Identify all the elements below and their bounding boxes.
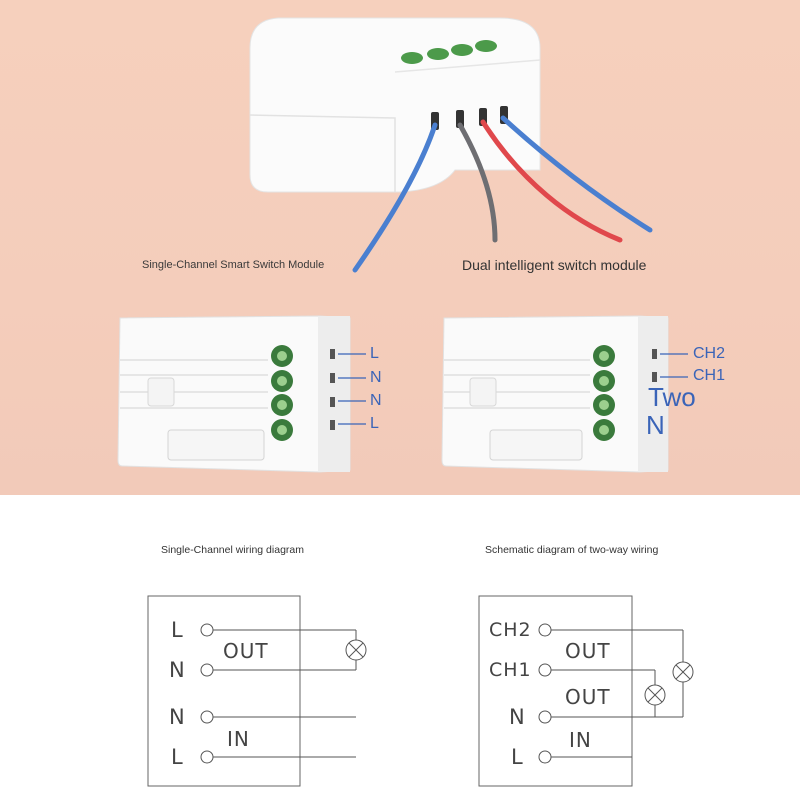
dual-in-label: IN <box>569 728 592 752</box>
dual-out-label-1: OUT <box>565 639 611 663</box>
terminal-circle <box>200 623 214 637</box>
single-diagram-terminal: L <box>171 618 184 642</box>
single-module-caption: Single-Channel Smart Switch Module <box>142 259 325 271</box>
dual-diagram-terminal: L <box>511 745 524 769</box>
dual-diagram-terminal: CH2 <box>489 619 532 641</box>
dual-module-caption: Dual intelligent switch module <box>462 257 647 273</box>
terminal-circle <box>538 663 552 677</box>
large-module-screws <box>401 40 497 64</box>
single-channel-module <box>117 315 366 473</box>
terminal-circle <box>200 750 214 764</box>
red-wire <box>480 119 623 243</box>
dual-out-label-2: OUT <box>565 685 611 709</box>
dual-channel-module <box>441 315 688 473</box>
dual-diagram-terminal: N <box>509 705 526 729</box>
lamp-icon <box>345 639 367 661</box>
wiring-diagrams-area: Single-Channel wiring diagram Schematic … <box>0 495 800 800</box>
terminal-circle <box>538 710 552 724</box>
large-module <box>249 17 653 273</box>
dual-terminal-label: CH1 <box>693 367 726 384</box>
single-module-leader-lines <box>338 353 366 425</box>
dual-terminal-label: CH2 <box>693 345 726 362</box>
terminal-circle <box>200 710 214 724</box>
single-diagram-terminal: N <box>169 705 186 729</box>
dual-diagram-terminal: CH1 <box>489 659 532 681</box>
product-photo-area: Single-Channel Smart Switch Module Dual … <box>0 0 800 495</box>
dual-overlay-text: N <box>646 410 665 440</box>
single-diagram-terminal: L <box>171 745 184 769</box>
terminal-circle <box>538 750 552 764</box>
single-module-slots <box>330 349 335 430</box>
dual-module-leader-lines <box>660 353 688 378</box>
single-terminal-label: N <box>370 392 382 409</box>
single-in-label: IN <box>227 727 250 751</box>
single-diagram-caption: Single-Channel wiring diagram <box>161 544 304 556</box>
lamp-icon <box>644 684 666 706</box>
dual-diagram-caption: Schematic diagram of two-way wiring <box>485 544 659 556</box>
single-terminal-label: L <box>370 345 379 362</box>
lamp-icon <box>672 661 694 683</box>
single-diagram-terminal: N <box>169 658 186 682</box>
blue-wire-right <box>500 115 653 233</box>
single-module-screws <box>271 345 293 441</box>
terminal-circle <box>200 663 214 677</box>
single-terminal-label: L <box>370 415 379 432</box>
gray-wire <box>457 122 498 243</box>
wiring-diagrams <box>147 595 694 787</box>
blue-wire-left <box>352 122 438 273</box>
dual-wiring-diagram <box>478 595 694 787</box>
dual-overlay-text: Two <box>648 382 696 412</box>
terminal-circle <box>538 623 552 637</box>
single-terminal-label: N <box>370 369 382 386</box>
dual-module-screws <box>593 345 615 441</box>
single-wiring-diagram <box>147 595 367 787</box>
dual-module-slots <box>652 349 657 382</box>
product-illustration <box>117 17 688 473</box>
single-out-label: OUT <box>223 639 269 663</box>
